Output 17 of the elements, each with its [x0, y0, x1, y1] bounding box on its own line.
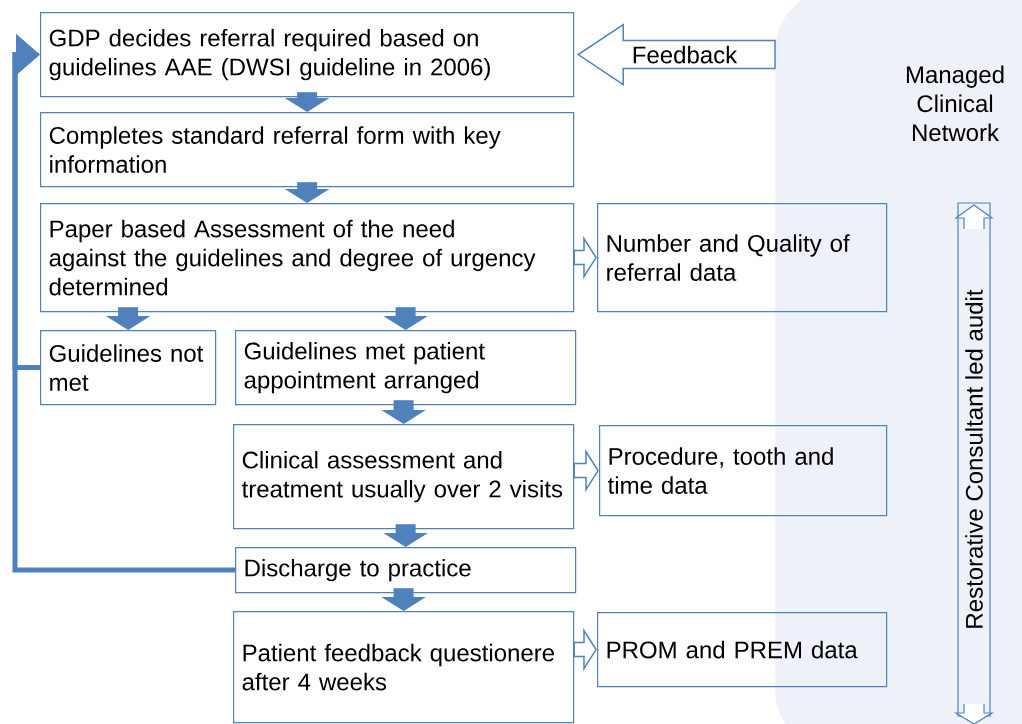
- process-box: Paper based Assessment of the need against the guidelines and degree of urgency determined: [40, 203, 575, 313]
- hollow-arrow: [573, 236, 597, 280]
- hollow-arrow: [573, 628, 597, 672]
- process-box: Clinical assessment and treatment usually over 2 visits: [233, 424, 575, 530]
- process-box: Discharge to practice: [235, 547, 577, 594]
- data-box: PROM and PREM data: [597, 612, 888, 688]
- process-box: Guidelines met patient appointment arranged: [235, 330, 577, 406]
- process-box: Completes standard referral form with key information: [40, 112, 575, 188]
- hollow-arrow: [573, 449, 599, 493]
- process-box: Guidelines not met: [40, 330, 217, 406]
- hollow-arrow: [576, 23, 776, 86]
- data-box: Number and Quality of referral data: [597, 203, 888, 313]
- process-box: GDP decides referral required based on guidelines AAE (DWSI guideline in 2006): [40, 12, 575, 98]
- edge-label: Feedback: [633, 45, 738, 64]
- return-arrow: [12, 34, 235, 573]
- process-box: Patient feedback questionere after 4 weeks: [233, 611, 575, 724]
- data-box: Procedure, tooth and time data: [599, 425, 888, 517]
